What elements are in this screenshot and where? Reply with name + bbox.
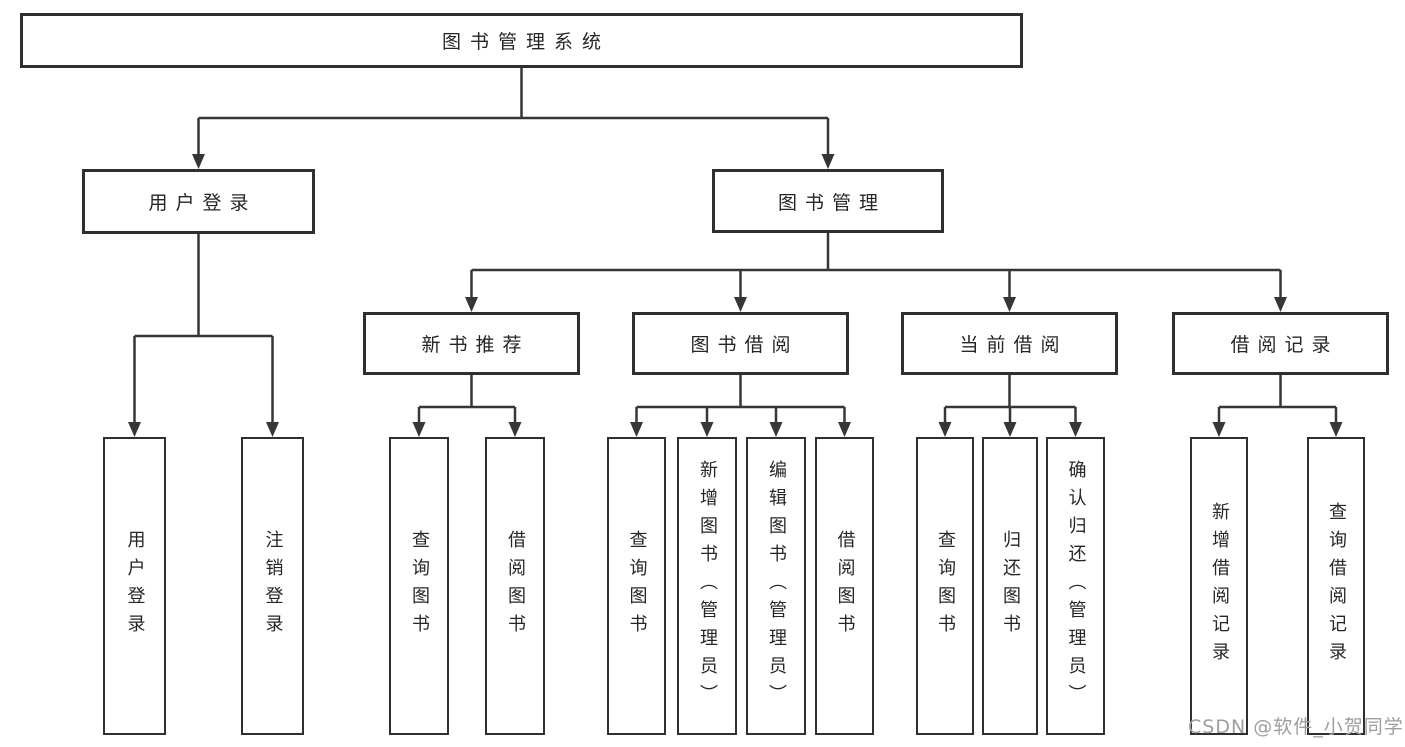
leaf-borrow-query-books-label: 查询图书: [626, 530, 648, 642]
leaf-recommend-borrow-books-label: 借阅图书: [505, 530, 526, 642]
leaf-query-borrow-record-label: 查询借阅记录: [1326, 502, 1347, 670]
node-book-management-label: 图书管理: [777, 191, 886, 214]
node-borrow-records: 借阅记录: [1172, 312, 1389, 375]
leaf-borrow-borrow-books: 借阅图书: [815, 437, 874, 735]
leaf-confirm-return-admin-label: 确认归还（管理员）: [1065, 460, 1087, 712]
arrowheads: [128, 154, 1343, 437]
node-user-login-label: 用户登录: [148, 192, 257, 214]
leaf-current-query-books: 查询图书: [916, 437, 974, 735]
leaf-add-borrow-record: 新增借阅记录: [1190, 437, 1248, 735]
leaf-query-borrow-record: 查询借阅记录: [1307, 437, 1365, 735]
node-current-borrow-label: 当前借阅: [959, 334, 1068, 356]
leaf-logout: 注销登录: [241, 437, 304, 735]
leaf-edit-book-admin-label: 编辑图书（管理员）: [766, 460, 787, 712]
node-new-book-recommend-label: 新书推荐: [421, 334, 530, 356]
leaf-return-books-label: 归还图书: [1000, 530, 1021, 642]
csdn-watermark: CSDN @软件_小贺同学: [1188, 716, 1404, 738]
leaf-user-login: 用户登录: [103, 437, 166, 735]
leaf-logout-label: 注销登录: [262, 530, 284, 642]
leaf-recommend-query-books: 查询图书: [389, 437, 449, 735]
node-root: 图书管理系统: [20, 13, 1023, 68]
node-book-management: 图书管理: [712, 169, 944, 233]
leaf-add-book-admin: 新增图书（管理员）: [677, 437, 737, 735]
leaf-edit-book-admin: 编辑图书（管理员）: [746, 437, 806, 735]
node-book-borrow: 图书借阅: [632, 312, 849, 375]
leaf-user-login-label: 用户登录: [124, 530, 146, 642]
leaf-confirm-return-admin: 确认归还（管理员）: [1046, 437, 1105, 735]
node-borrow-records-label: 借阅记录: [1230, 334, 1339, 356]
leaf-recommend-borrow-books: 借阅图书: [485, 437, 545, 735]
node-new-book-recommend: 新书推荐: [363, 312, 580, 375]
leaf-borrow-borrow-books-label: 借阅图书: [834, 530, 856, 642]
node-book-borrow-label: 图书借阅: [690, 334, 799, 356]
node-user-login: 用户登录: [82, 169, 315, 234]
node-root-label: 图书管理系统: [441, 31, 610, 53]
leaf-borrow-query-books: 查询图书: [607, 437, 666, 735]
leaf-recommend-query-books-label: 查询图书: [409, 530, 430, 642]
leaf-current-query-books-label: 查询图书: [935, 530, 956, 642]
leaf-return-books: 归还图书: [982, 437, 1038, 735]
leaf-add-borrow-record-label: 新增借阅记录: [1209, 502, 1230, 670]
leaf-add-book-admin-label: 新增图书（管理员）: [697, 460, 718, 712]
node-current-borrow: 当前借阅: [901, 312, 1118, 375]
